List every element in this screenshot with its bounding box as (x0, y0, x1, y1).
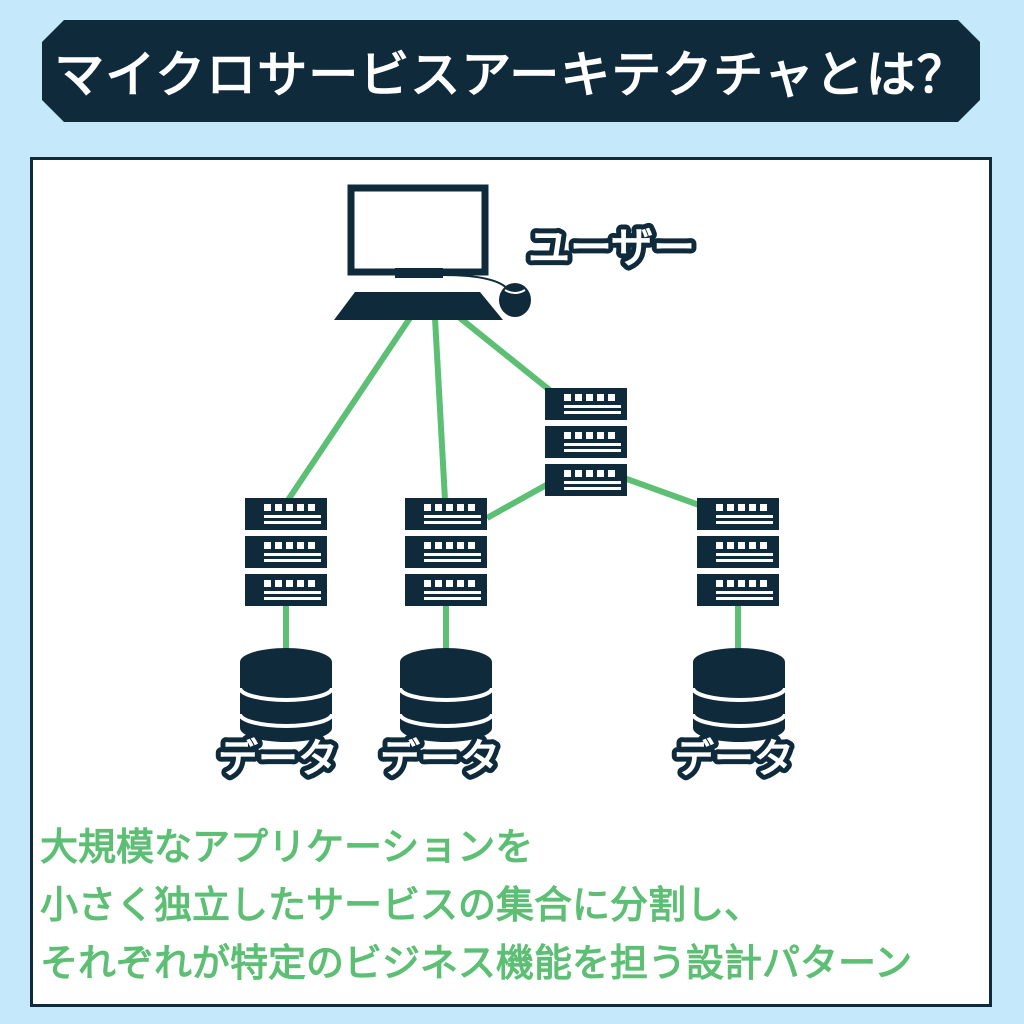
server-icon-2 (405, 498, 487, 606)
description-line: 大規模なアプリケーションを (40, 825, 534, 869)
mouse-icon (499, 283, 531, 317)
database-icon-3 (691, 646, 787, 744)
server-icon-1 (245, 498, 327, 606)
title-banner: マイクロサービスアーキテクチャとは？ (42, 20, 980, 122)
server-icon-3 (697, 498, 779, 606)
database-icon-1 (238, 646, 334, 744)
user-label: ユーザー (528, 223, 695, 272)
description: 大規模なアプリケーションを 小さく独立したサービスの集合に分割し、 それぞれが特… (40, 818, 912, 992)
page-title: マイクロサービスアーキテクチャとは？ (54, 46, 968, 104)
data-label-2: データ (380, 736, 500, 782)
connection-lines (283, 315, 741, 652)
database-icon-2 (398, 646, 494, 744)
data-label-3: データ (674, 736, 794, 782)
data-label-1: データ (218, 736, 338, 782)
description-line: 小さく独立したサービスの集合に分割し、 (40, 883, 763, 927)
description-line: それぞれが特定のビジネス機能を担う設計パターン (40, 941, 913, 985)
computer-icon (334, 184, 531, 320)
server-icon-gateway (545, 388, 627, 496)
